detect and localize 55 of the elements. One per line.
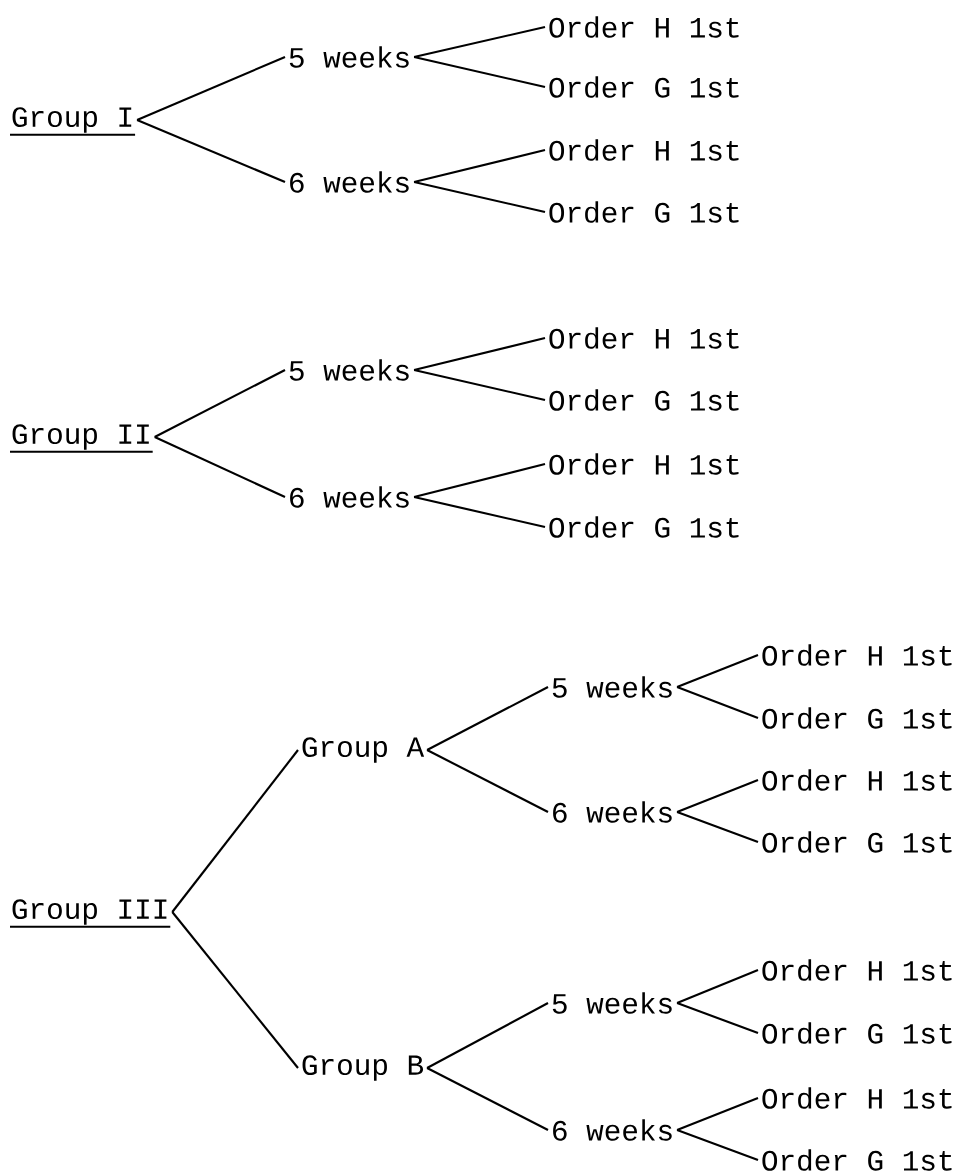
branch-line (413, 368, 546, 402)
tree-label: Order G 1st (549, 389, 739, 411)
branch-line (676, 686, 759, 719)
underlined-group-label: Group III (10, 899, 171, 928)
branch-line (171, 911, 299, 1069)
branch-line (413, 495, 546, 529)
branch-line (154, 369, 286, 438)
branch-line (426, 1002, 549, 1069)
branch-line (676, 1002, 759, 1034)
branch-line (676, 1097, 759, 1131)
tree-label: Order H 1st (549, 16, 739, 38)
tree-label: Order H 1st (762, 644, 952, 666)
tree-label: Order H 1st (762, 1087, 952, 1109)
branch-line (154, 436, 286, 498)
branch-line (171, 749, 299, 913)
tree-label: Order G 1st (762, 707, 952, 729)
tree-label: Group B (302, 1055, 424, 1081)
tree-label: Order H 1st (549, 453, 739, 475)
branch-line (676, 654, 759, 688)
tree-label: Order H 1st (549, 327, 739, 349)
tree-label: 6 weeks (290, 171, 409, 193)
underlined-group-label: Group I (10, 107, 136, 136)
tree-label: Order H 1st (549, 139, 739, 161)
tree-label: Order G 1st (549, 76, 739, 98)
tree-label: Order H 1st (762, 959, 952, 981)
branch-line (676, 779, 759, 813)
branch-line (426, 1067, 549, 1131)
branch-line (676, 969, 759, 1004)
branch-line (413, 148, 546, 184)
underlined-group-label: Group II (10, 424, 153, 453)
branch-line (413, 336, 546, 372)
tree-label: Order G 1st (549, 201, 739, 223)
tree-label: 5 weeks (289, 359, 409, 381)
branch-line (676, 1129, 759, 1161)
tree-label: 5 weeks (552, 992, 672, 1014)
branch-line (413, 462, 546, 499)
tree-label: Order G 1st (762, 1022, 952, 1044)
branch-line (413, 55, 546, 89)
branch-line (136, 56, 286, 121)
tree-label: 5 weeks (552, 676, 672, 698)
tree-label: Order G 1st (549, 516, 739, 538)
branch-line (413, 180, 546, 214)
branch-line (136, 119, 286, 183)
branch-line (676, 811, 759, 843)
tree-label: 6 weeks (553, 1119, 672, 1141)
tree-label: Order G 1st (762, 831, 952, 853)
branch-line (426, 749, 549, 813)
tree-label: Order H 1st (762, 769, 952, 791)
tree-label: Order G 1st (762, 1149, 952, 1171)
branch-line (413, 25, 546, 59)
tree-label: 6 weeks (553, 801, 672, 823)
branch-line (426, 686, 549, 751)
tree-label: 5 weeks (289, 46, 409, 68)
tree-label: 6 weeks (290, 486, 409, 508)
tree-label: Group A (302, 737, 425, 763)
